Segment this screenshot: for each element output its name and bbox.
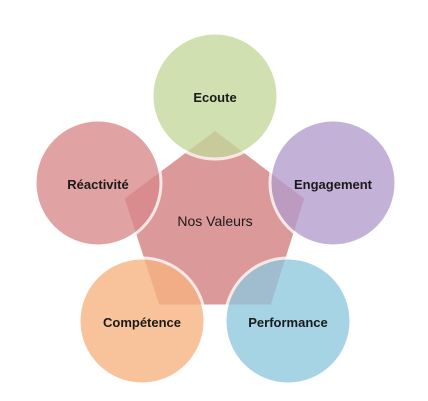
value-circle-engagement — [268, 118, 398, 248]
value-label-reactivite: Réactivité — [67, 177, 128, 192]
value-label-ecoute: Ecoute — [193, 90, 236, 105]
value-circle-performance — [223, 256, 353, 386]
value-circle-ecoute — [150, 31, 280, 161]
value-label-engagement: Engagement — [294, 177, 373, 192]
value-label-performance: Performance — [248, 315, 327, 330]
center-label: Nos Valeurs — [177, 213, 252, 229]
value-label-competence: Compétence — [103, 315, 181, 330]
value-circle-competence — [77, 256, 207, 386]
value-circle-reactivite — [33, 118, 163, 248]
